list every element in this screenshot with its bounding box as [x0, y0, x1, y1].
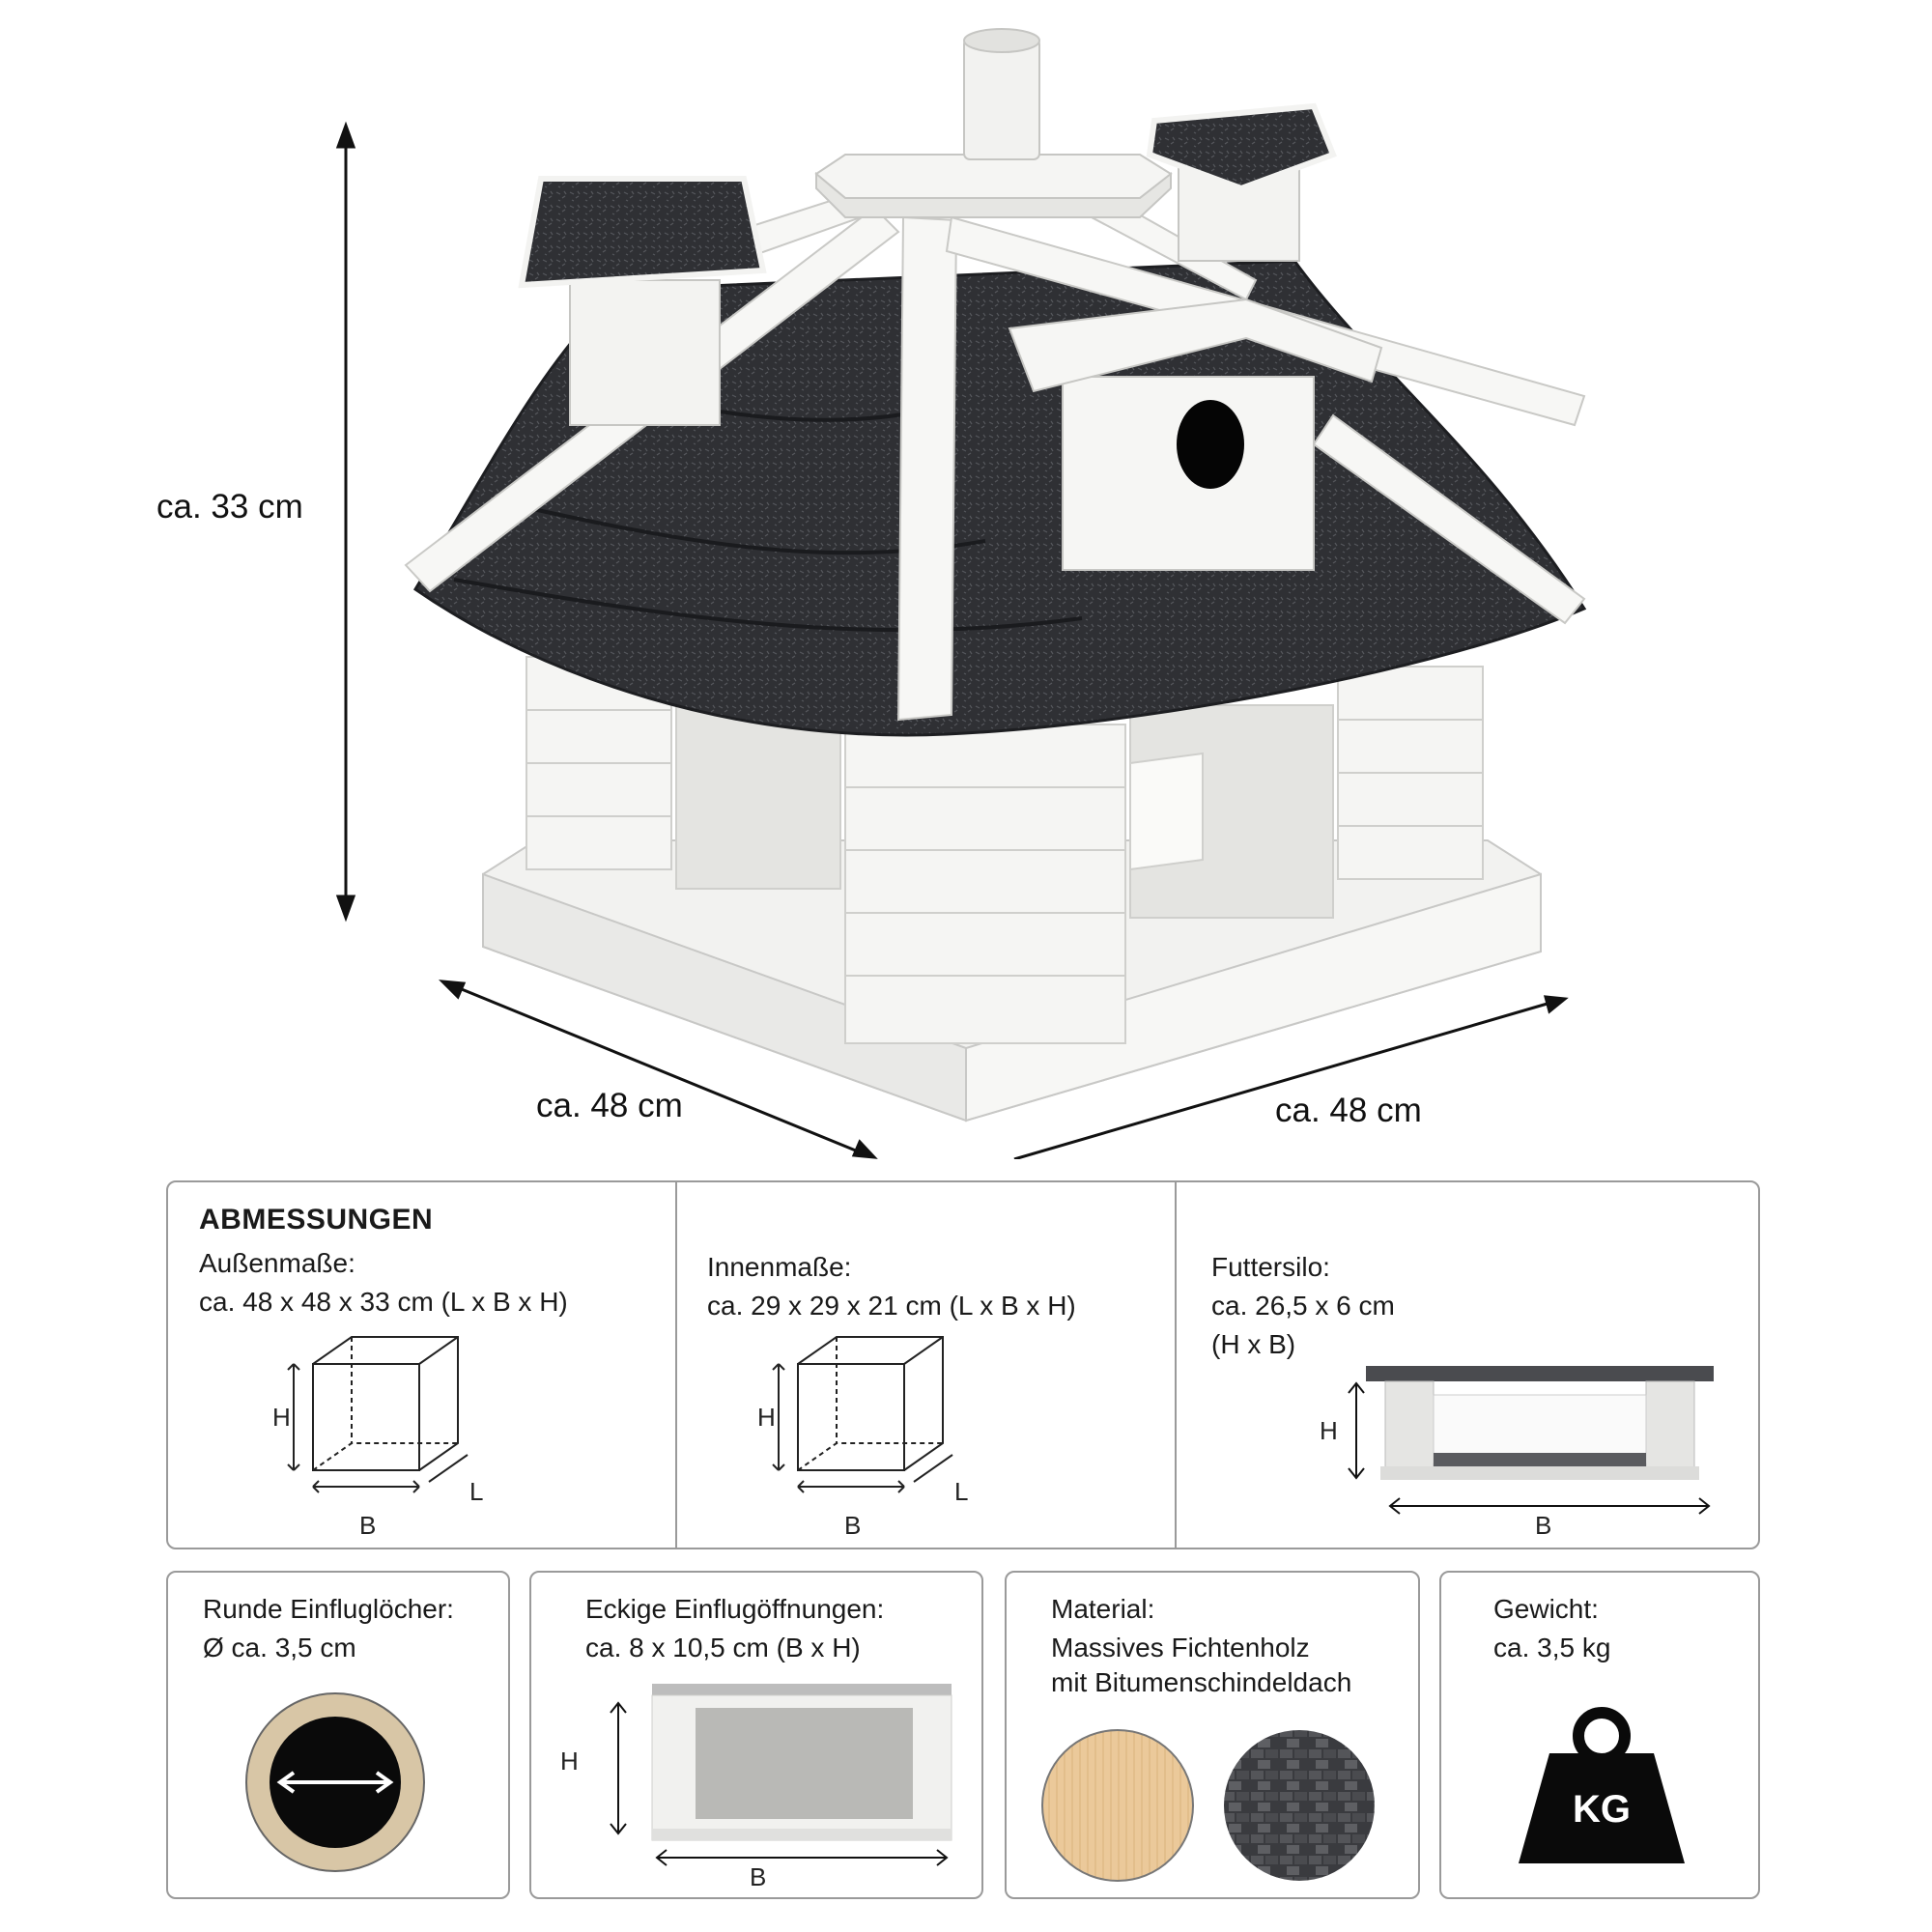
inner-value: ca. 29 x 29 x 21 cm (L x B x H): [707, 1291, 1076, 1321]
width-dimension-arrow: [1013, 995, 1569, 1159]
weight-panel: Gewicht: ca. 3,5 kg KG: [1439, 1571, 1760, 1899]
square-openings-title: Eckige Einflugöffnungen:: [585, 1594, 885, 1624]
log-walls: [526, 656, 1484, 1044]
silo-value: ca. 26,5 x 6 cm: [1211, 1291, 1395, 1321]
silo-dimensions: Futtersilo: ca. 26,5 x 6 cm (H x B): [1211, 1248, 1395, 1364]
outer-title: Außenmaße:: [199, 1248, 355, 1278]
outer-dimensions: ABMESSUNGEN Außenmaße: ca. 48 x 48 x 33 …: [199, 1204, 568, 1321]
axis-h-label: H: [1320, 1416, 1338, 1445]
axis-b-label: B: [844, 1511, 862, 1540]
material-title: Material:: [1051, 1594, 1155, 1624]
shingle-swatch-icon: [1224, 1730, 1375, 1881]
axis-b-label: B: [1535, 1511, 1552, 1540]
height-dimension-arrow: [335, 121, 356, 923]
material-line1: Massives Fichtenholz: [1051, 1633, 1310, 1662]
height-label: ca. 33 cm: [156, 488, 303, 526]
axis-l-label: L: [954, 1477, 969, 1506]
weight-icon-text: KG: [1573, 1788, 1631, 1831]
square-openings-value: ca. 8 x 10,5 cm (B x H): [585, 1633, 861, 1662]
feed-silo-left: [518, 176, 767, 426]
feeder-silo-icon: [1348, 1366, 1714, 1515]
length-label: ca. 48 cm: [536, 1087, 683, 1124]
dimensions-heading: ABMESSUNGEN: [199, 1204, 434, 1236]
silo-unit: (H x B): [1211, 1329, 1296, 1359]
axis-b-label: B: [750, 1862, 767, 1891]
inner-dimensions: Innenmaße: ca. 29 x 29 x 21 cm (L x B x …: [707, 1248, 1076, 1325]
dimensions-panel: ABMESSUNGEN Außenmaße: ca. 48 x 48 x 33 …: [166, 1180, 1760, 1549]
feed-silo-right: [1146, 102, 1337, 262]
axis-b-label: B: [359, 1511, 377, 1540]
square-openings-panel: Eckige Einflugöffnungen: ca. 8 x 10,5 cm…: [529, 1571, 983, 1899]
length-dimension-arrow: [439, 980, 878, 1159]
round-holes-panel: Runde Einfluglöcher: Ø ca. 3,5 cm: [166, 1571, 510, 1899]
weight-title: Gewicht:: [1493, 1594, 1599, 1624]
round-holes-value: Ø ca. 3,5 cm: [203, 1633, 356, 1662]
inner-title: Innenmaße:: [707, 1252, 852, 1282]
panel-divider: [675, 1182, 677, 1548]
wood-swatch-icon: [1041, 1729, 1194, 1882]
roof-top-cap: [814, 28, 1173, 218]
round-holes-title: Runde Einfluglöcher:: [203, 1594, 454, 1624]
cube-outline-icon: [287, 1336, 469, 1493]
material-line2: mit Bitumenschindeldach: [1051, 1667, 1352, 1697]
weight-kg-icon: KG: [1515, 1703, 1689, 1867]
nest-box: [1008, 298, 1383, 571]
round-hole-icon: [245, 1692, 425, 1872]
silo-title: Futtersilo:: [1211, 1252, 1330, 1282]
panel-divider: [1175, 1182, 1177, 1548]
weight-value: ca. 3,5 kg: [1493, 1633, 1611, 1662]
axis-h-label: H: [757, 1403, 776, 1432]
axis-h-label: H: [272, 1403, 291, 1432]
bird-feeder-illustration: [335, 28, 1587, 1159]
axis-h-label: H: [560, 1747, 579, 1776]
square-opening-icon: [610, 1684, 952, 1866]
cube-outline-icon: [772, 1336, 953, 1493]
axis-l-label: L: [469, 1477, 484, 1506]
width-label: ca. 48 cm: [1275, 1092, 1422, 1129]
outer-value: ca. 48 x 48 x 33 cm (L x B x H): [199, 1287, 568, 1317]
material-panel: Material: Massives Fichtenholz mit Bitum…: [1005, 1571, 1420, 1899]
